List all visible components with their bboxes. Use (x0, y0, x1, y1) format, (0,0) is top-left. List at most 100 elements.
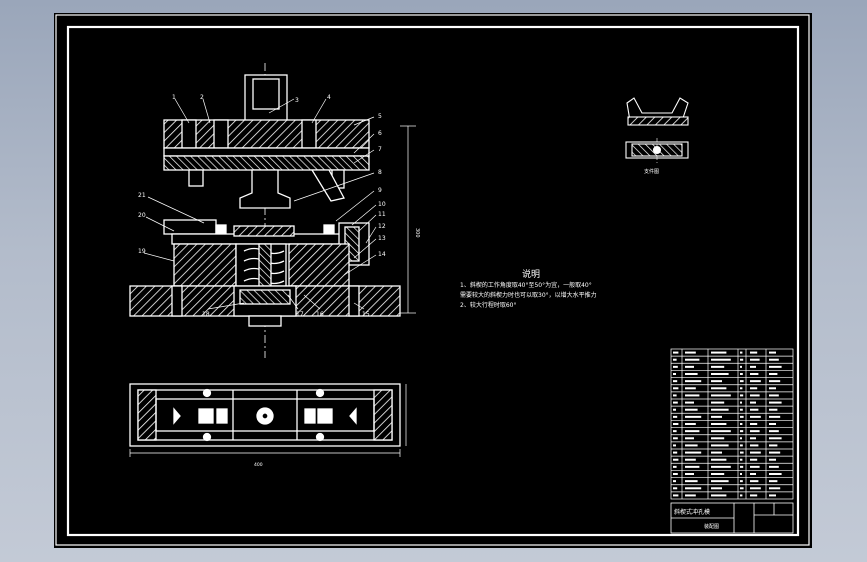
table-cell-mark (673, 480, 676, 483)
table-cell-mark (740, 430, 744, 433)
table-cell-mark (711, 451, 722, 454)
table-cell-mark (740, 380, 744, 383)
drawing-sheet: 300 1 2 3 4 5 6 7 8 9 10 11 (54, 13, 812, 548)
table-cell-mark (685, 408, 698, 411)
table-cell-mark (750, 451, 761, 454)
table-cell-mark (711, 408, 729, 411)
table-cell-mark (740, 494, 743, 497)
table-cell-mark (673, 380, 678, 383)
table-cell-mark (750, 437, 756, 440)
table-cell-mark (685, 394, 700, 397)
part-labels: 1 2 3 4 5 6 7 8 9 10 11 12 13 14 15 16 1… (138, 94, 386, 318)
detail-label: 支件图 (644, 168, 659, 175)
table-cell-mark (750, 487, 761, 490)
notes-title: 说明 (522, 268, 540, 280)
table-cell-mark (740, 451, 744, 454)
part-label-6: 6 (378, 130, 382, 137)
table-cell-mark (750, 415, 761, 418)
table-cell-mark (711, 437, 725, 440)
detail-view (625, 97, 689, 163)
table-cell-mark (711, 351, 727, 354)
table-cell-mark (740, 373, 743, 375)
table-cell-mark (750, 408, 759, 411)
part-label-1: 1 (172, 94, 176, 101)
part-label-16: 16 (316, 311, 324, 318)
table-cell-mark (685, 451, 702, 454)
table-cell-mark (711, 473, 725, 475)
table-cell-mark (750, 423, 758, 425)
table-cell-mark (750, 351, 758, 354)
table-cell-mark (685, 373, 698, 375)
outer-frame (55, 14, 810, 546)
table-cell-mark (673, 451, 678, 454)
part-label-7: 7 (378, 146, 382, 153)
part-label-21: 21 (138, 192, 146, 199)
table-cell-mark (740, 487, 744, 490)
table-cell-mark (769, 430, 779, 433)
table-cell-mark (673, 365, 678, 368)
table-cell-mark (711, 358, 731, 361)
part-label-10: 10 (378, 201, 386, 208)
table-cell-mark (673, 358, 677, 361)
part-label-20: 20 (138, 212, 146, 219)
table-cell-mark (711, 365, 725, 368)
table-cell-mark (740, 365, 742, 368)
table-cell-mark (740, 480, 743, 483)
table-cell-mark (685, 480, 698, 483)
table-cell-mark (673, 415, 678, 418)
table-cell-mark (740, 437, 742, 440)
plan-view (129, 383, 407, 457)
table-cell-mark (750, 465, 760, 468)
table-cell-mark (673, 401, 678, 404)
cad-drawing: 300 1 2 3 4 5 6 7 8 9 10 11 (55, 14, 810, 546)
table-cell-mark (750, 358, 760, 361)
table-cell-mark (750, 473, 756, 475)
table-cell-mark (711, 401, 725, 404)
table-cell-mark (673, 465, 677, 468)
table-cell-mark (673, 437, 678, 440)
part-label-13: 13 (378, 235, 386, 242)
part-label-11: 11 (378, 211, 386, 218)
table-cell-mark (685, 423, 696, 425)
table-cell-mark (769, 380, 781, 383)
notes-block: 说明 1、斜楔的工作角度取40°至50°为宜，一般取40° 需要较大的斜楔力时也… (460, 268, 597, 309)
table-cell-mark (750, 365, 756, 368)
table-cell-mark (711, 494, 727, 497)
table-cell-mark (750, 494, 758, 497)
table-cell-mark (685, 458, 696, 461)
table-cell-mark (711, 430, 731, 433)
parts-list-table (670, 348, 794, 500)
table-cell-mark (740, 351, 743, 354)
table-cell-mark (740, 458, 743, 461)
table-cell-mark (740, 423, 743, 425)
front-section-view: 300 (129, 63, 420, 358)
title-block (670, 502, 794, 534)
table-cell-mark (685, 387, 696, 390)
table-cell-mark (750, 401, 756, 404)
part-label-8: 8 (378, 169, 382, 176)
table-cell-mark (685, 437, 694, 440)
note-line-3: 2、较大行程时取60° (460, 301, 516, 309)
table-cell-mark (673, 351, 679, 354)
table-cell-mark (673, 373, 676, 375)
table-cell-mark (769, 451, 781, 454)
part-label-9: 9 (378, 187, 382, 194)
table-cell-mark (673, 458, 679, 461)
table-cell-mark (673, 387, 679, 390)
table-cell-mark (769, 351, 776, 354)
part-label-4: 4 (327, 94, 331, 101)
table-cell-mark (740, 408, 743, 411)
table-cell-mark (750, 458, 758, 461)
table-cell-mark (711, 444, 729, 447)
table-cell-mark (769, 444, 778, 447)
table-cell-mark (673, 444, 676, 447)
table-cell-mark (711, 373, 729, 375)
table-cell-mark (769, 423, 776, 425)
title-block-name: 斜楔式冲孔模 (674, 508, 710, 516)
part-label-2: 2 (200, 94, 204, 101)
table-cell-mark (769, 401, 782, 404)
table-cell-mark (685, 473, 694, 475)
table-cell-mark (769, 437, 782, 440)
table-cell-mark (769, 358, 779, 361)
table-cell-mark (685, 401, 694, 404)
